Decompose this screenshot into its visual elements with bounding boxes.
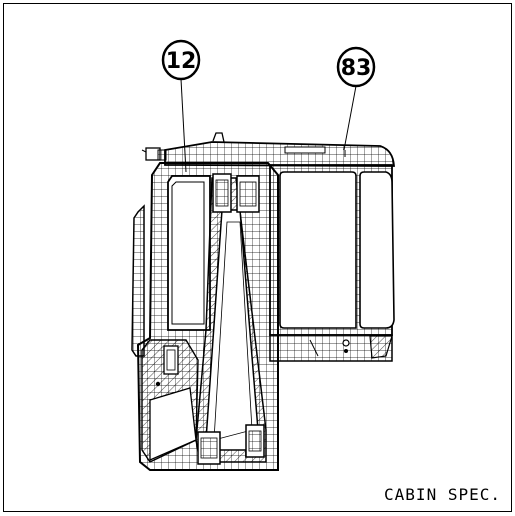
lower-panel — [141, 339, 199, 463]
cabin-spec-caption: CABIN SPEC. — [384, 485, 501, 504]
callout-83-label: 83 — [341, 56, 372, 81]
callout-83[interactable]: 83 — [336, 46, 376, 151]
left-handrail — [131, 204, 145, 357]
mirror-bracket — [141, 147, 167, 161]
door-frame — [195, 177, 267, 463]
hinge-brackets — [197, 173, 265, 465]
rear-enclosure — [269, 164, 395, 362]
cabin-roof — [164, 132, 395, 167]
callout-12-label: 12 — [166, 49, 197, 74]
drawing-frame — [3, 3, 512, 512]
callout-12[interactable]: 12 — [161, 39, 201, 173]
